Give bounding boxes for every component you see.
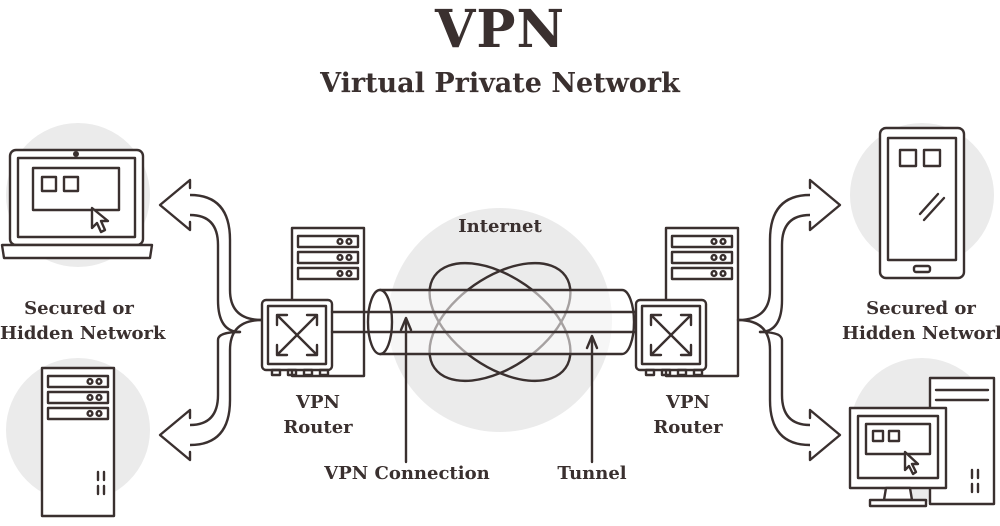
left-server-icon — [40, 366, 116, 518]
left-router-label: VPN Router — [270, 390, 366, 440]
vpn-connection-pointer — [399, 316, 413, 464]
right-branch-arrow-icon — [736, 178, 842, 462]
left-router-label-line2: Router — [283, 417, 353, 438]
left-network-label-line1: Secured or — [24, 298, 134, 319]
tunnel-pointer — [585, 334, 599, 464]
left-network-label: Secured or Hidden Network — [0, 296, 166, 346]
tablet-icon — [878, 126, 966, 280]
right-router-label-line2: Router — [653, 417, 723, 438]
tunnel-label: Tunnel — [557, 463, 627, 484]
right-router-label: VPN Router — [640, 390, 736, 440]
cursor-icon — [90, 206, 110, 234]
left-branch-arrow-icon — [158, 178, 264, 462]
left-router-label-line1: VPN — [296, 392, 340, 413]
page-subtitle: Virtual Private Network — [320, 68, 680, 99]
tunnel-icon — [330, 288, 670, 356]
laptop-icon — [0, 148, 154, 260]
right-router-label-line1: VPN — [666, 392, 710, 413]
desktop-computer-icon — [848, 376, 996, 508]
globe-icon — [428, 261, 572, 383]
vpn-connection-label: VPN Connection — [324, 463, 490, 484]
right-network-label: Secured or Hidden Network — [842, 296, 1000, 346]
internet-label: Internet — [458, 216, 542, 237]
desktop-cursor-icon — [903, 450, 920, 476]
right-network-label-line2: Hidden Network — [842, 323, 1000, 344]
right-vpn-router-icon — [634, 226, 740, 378]
right-network-label-line1: Secured or — [866, 298, 976, 319]
left-vpn-router-icon — [260, 226, 366, 378]
page-title: VPN — [435, 0, 565, 60]
left-network-label-line2: Hidden Network — [0, 323, 166, 344]
